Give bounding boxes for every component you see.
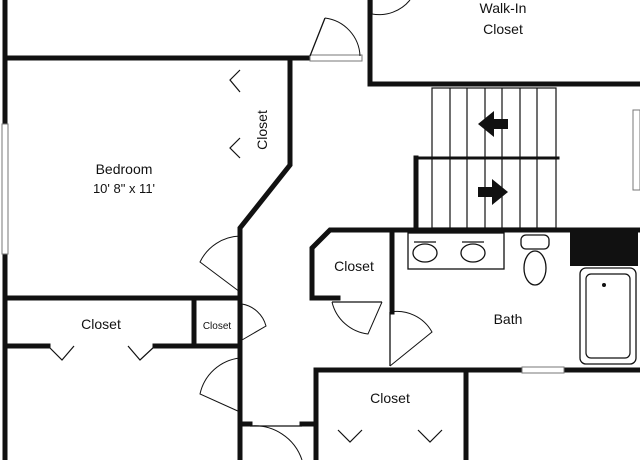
toilet-bowl-icon (523, 250, 547, 286)
sink-right-icon (460, 243, 486, 263)
bath-label: Bath (494, 311, 523, 327)
door-closet-lower (229, 137, 241, 159)
arrow-left-icon (478, 111, 508, 137)
door-closet-bifold-right (127, 345, 156, 361)
bedroom-label: Bedroom (96, 161, 153, 177)
door-bottom-closet-bifold-left (337, 429, 363, 443)
window-bath-bottom (521, 366, 565, 374)
windows (1, 54, 640, 374)
door-top-room-leaf (309, 17, 326, 57)
window-walk-in-right (632, 109, 640, 191)
doors (47, 0, 443, 460)
window-top-left-room (309, 54, 363, 62)
tub-drain-icon (602, 283, 606, 287)
walk-in-closet-label-2: Closet (483, 21, 523, 37)
sink-left-icon (412, 243, 438, 263)
toilet-tank-icon (520, 234, 550, 250)
small-closet-label: Closet (203, 321, 232, 332)
door-walk-in-arc (371, 0, 411, 16)
bath-fixtures (407, 232, 638, 365)
door-closet-bifold-left (47, 345, 75, 361)
lower-left-closet-label: Closet (81, 316, 121, 332)
side-closet-label: Closet (254, 110, 270, 150)
shower-block (570, 232, 638, 266)
window-bedroom-left (1, 123, 9, 255)
stairs (414, 87, 560, 229)
door-closet-upper (229, 69, 241, 93)
bath-closet-label: Closet (334, 258, 374, 274)
bathtub-icon (579, 267, 637, 365)
bottom-closet-label: Closet (370, 390, 410, 406)
door-bottom-closet-bifold-right (417, 429, 443, 443)
wall-bath-closet (309, 227, 395, 301)
bedroom-dimensions: 10' 8" x 11' (93, 181, 155, 196)
arrow-right-icon (478, 179, 508, 205)
walk-in-closet-label: Walk-In (480, 0, 527, 16)
room-labels: Walk-In Closet Bedroom 10' 8" x 11' Clos… (81, 0, 526, 406)
